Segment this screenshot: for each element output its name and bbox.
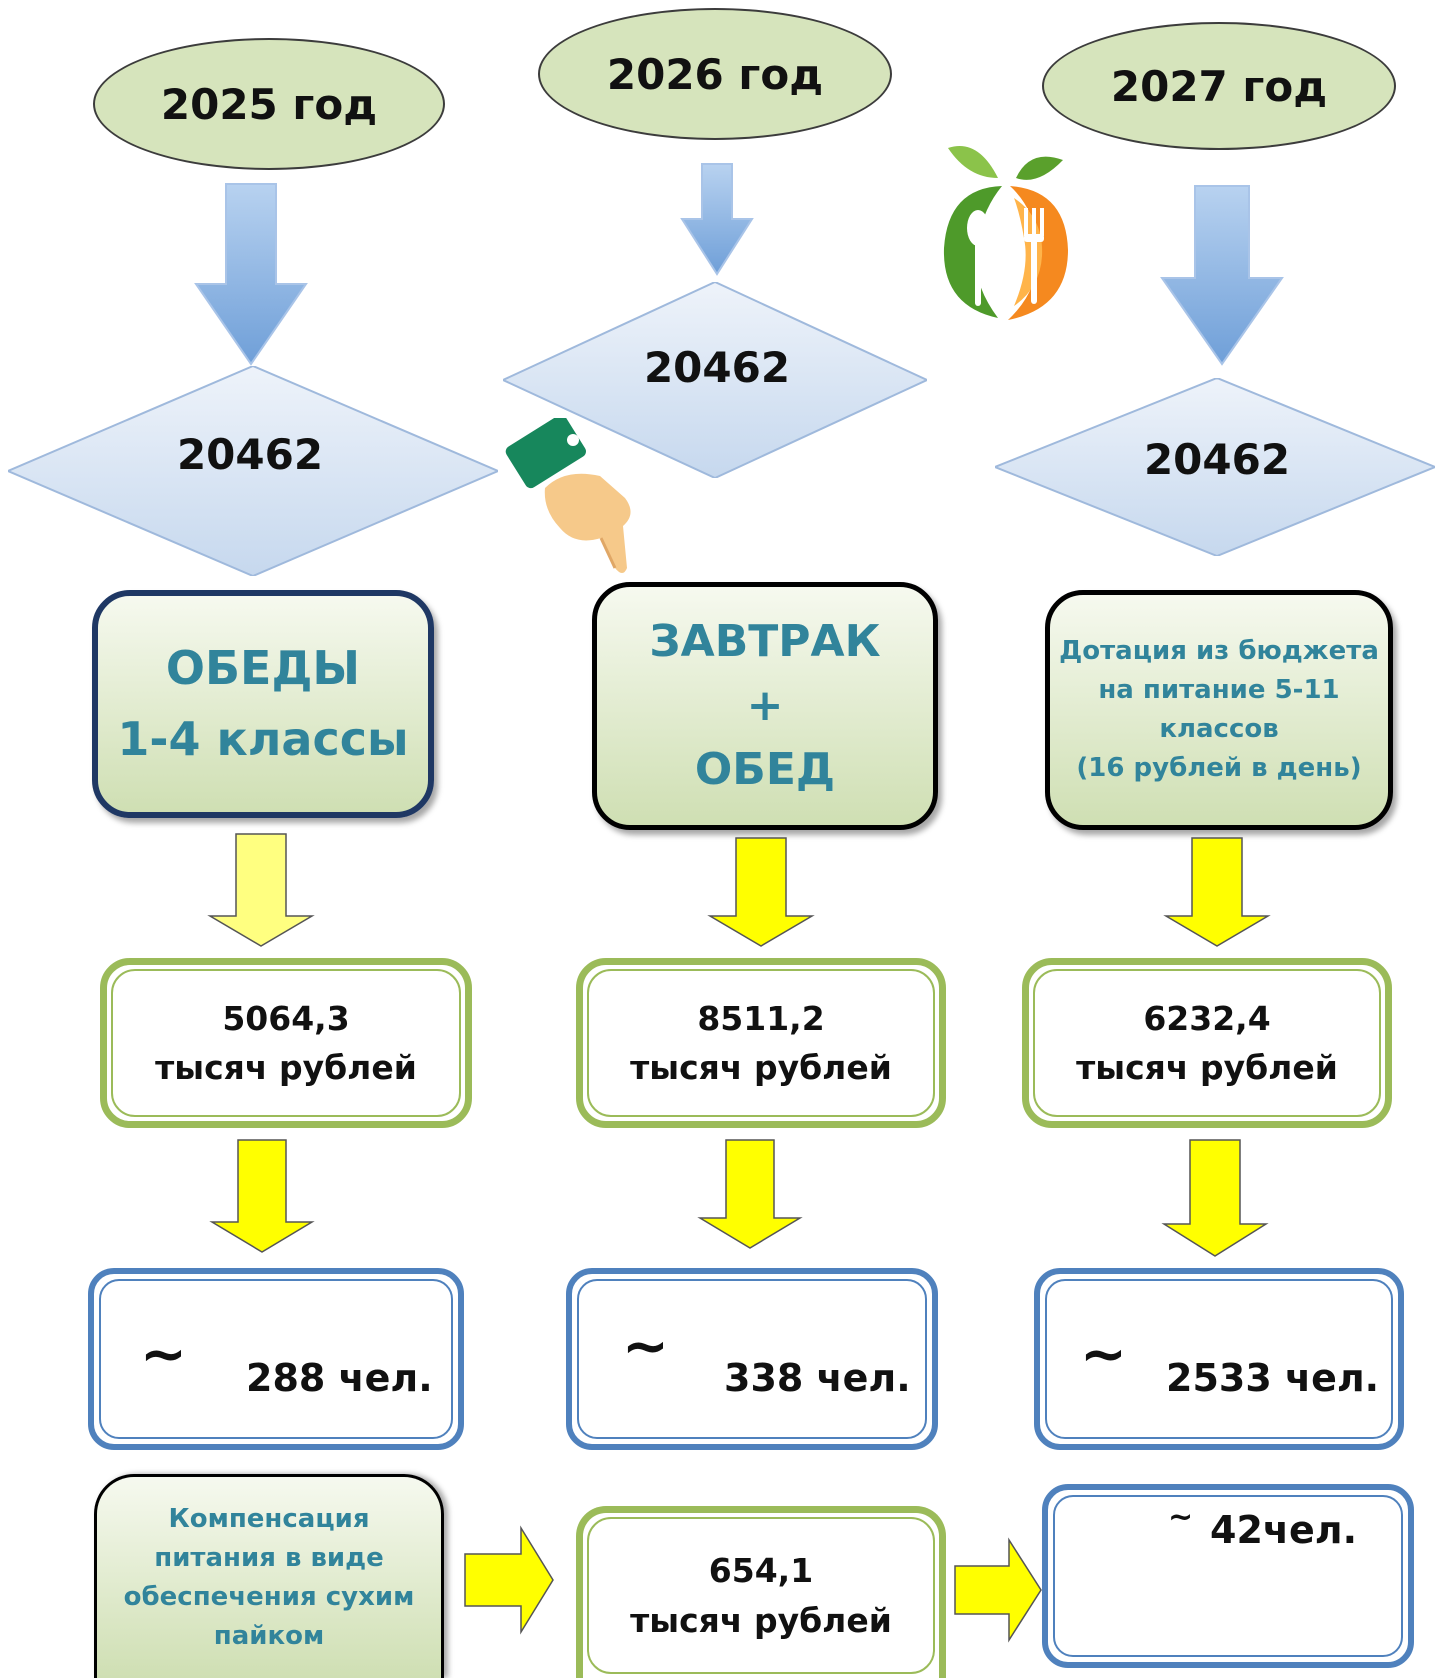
arrow-right-icon xyxy=(954,1537,1042,1643)
approx-2026: ~ xyxy=(622,1314,669,1379)
category-2026-line1: ЗАВТРАК xyxy=(649,615,881,667)
compensation-line1: Компенсация xyxy=(168,1503,370,1534)
amount-box-2026: 8511,2 тысяч рублей xyxy=(576,958,946,1128)
category-2026-line3: ОБЕД xyxy=(694,744,836,796)
arrow-down-icon xyxy=(1161,1139,1269,1257)
category-2025-line2: 1-4 классы xyxy=(117,712,409,766)
category-2026-line2: + xyxy=(746,679,784,731)
compensation-people-count: 42чел. xyxy=(1210,1508,1358,1552)
category-2027-line3: классов xyxy=(1159,714,1279,744)
value-diamond-2027 xyxy=(995,378,1435,556)
arrow-down-icon xyxy=(194,183,308,366)
amount-2027-value: 6232,4 xyxy=(1143,998,1271,1038)
year-2025-label: 2025 год xyxy=(160,79,378,129)
year-2027-ellipse: 2027 год xyxy=(1042,22,1396,150)
category-2027-line4: (16 рублей в день) xyxy=(1076,753,1362,783)
year-2026-ellipse: 2026 год xyxy=(538,8,892,140)
approx-2027: ~ xyxy=(1080,1322,1127,1387)
category-2025-line1: ОБЕДЫ xyxy=(165,640,361,695)
arrow-down-icon xyxy=(209,1139,315,1253)
year-2026-label: 2026 год xyxy=(606,49,824,99)
people-box-2027: ~ 2533 чел. xyxy=(1034,1268,1404,1450)
category-box-2026: ЗАВТРАК + ОБЕД xyxy=(592,582,938,830)
people-2027-count: 2533 чел. xyxy=(1166,1356,1380,1400)
amount-2026-value: 8511,2 xyxy=(697,998,825,1038)
arrow-down-icon xyxy=(697,1139,803,1249)
year-2025-ellipse: 2025 год xyxy=(93,38,445,170)
value-diamond-2026 xyxy=(503,282,927,478)
diamond-value-2027: 20462 xyxy=(1143,435,1291,484)
compensation-box: Компенсация питания в виде обеспечения с… xyxy=(94,1474,444,1678)
arrow-down-icon xyxy=(207,833,315,947)
compensation-line4: пайком xyxy=(213,1620,325,1651)
category-2027-line1: Дотация из бюджета xyxy=(1059,636,1379,666)
amount-2027-unit: тысяч рублей xyxy=(1076,1048,1338,1087)
people-2025-count: 288 чел. xyxy=(246,1356,433,1400)
compensation-amount-box: 654,1 тысяч рублей xyxy=(576,1506,946,1678)
approx-compensation: ~ xyxy=(1168,1500,1194,1535)
arrow-down-icon xyxy=(1163,837,1271,947)
category-box-2027: Дотация из бюджета на питание 5-11 класс… xyxy=(1045,590,1393,830)
category-box-2025: ОБЕДЫ 1-4 классы xyxy=(92,590,434,818)
arrow-down-icon xyxy=(680,163,754,276)
amount-box-2025: 5064,3 тысяч рублей xyxy=(100,958,472,1128)
category-2027-line2: на питание 5-11 xyxy=(1098,675,1340,705)
compensation-amount-value: 654,1 xyxy=(708,1551,814,1590)
arrow-down-icon xyxy=(1160,185,1284,366)
compensation-amount-unit: тысяч рублей xyxy=(630,1600,892,1640)
compensation-people-box: ~ 42чел. xyxy=(1042,1484,1414,1668)
year-2027-label: 2027 год xyxy=(1110,61,1328,111)
diamond-value-2026: 20462 xyxy=(643,343,791,392)
people-2026-count: 338 чел. xyxy=(724,1356,911,1400)
compensation-line2: питания в виде xyxy=(154,1542,384,1573)
compensation-line3: обеспечения сухим xyxy=(123,1581,415,1612)
amount-box-2027: 6232,4 тысяч рублей xyxy=(1022,958,1392,1128)
approx-2025: ~ xyxy=(140,1322,187,1387)
food-logo-icon xyxy=(943,146,1068,320)
people-box-2025: ~ 288 чел. xyxy=(88,1268,464,1450)
arrow-right-icon xyxy=(464,1525,554,1635)
people-box-2026: ~ 338 чел. xyxy=(566,1268,938,1450)
amount-2026-unit: тысяч рублей xyxy=(630,1048,892,1087)
pointing-hand-icon xyxy=(505,418,631,573)
arrow-down-icon xyxy=(707,837,815,947)
diamond-value-2025: 20462 xyxy=(176,430,324,479)
value-diamond-2025 xyxy=(8,366,498,576)
amount-2025-unit: тысяч рублей xyxy=(155,1048,417,1087)
amount-2025-value: 5064,3 xyxy=(222,998,350,1038)
